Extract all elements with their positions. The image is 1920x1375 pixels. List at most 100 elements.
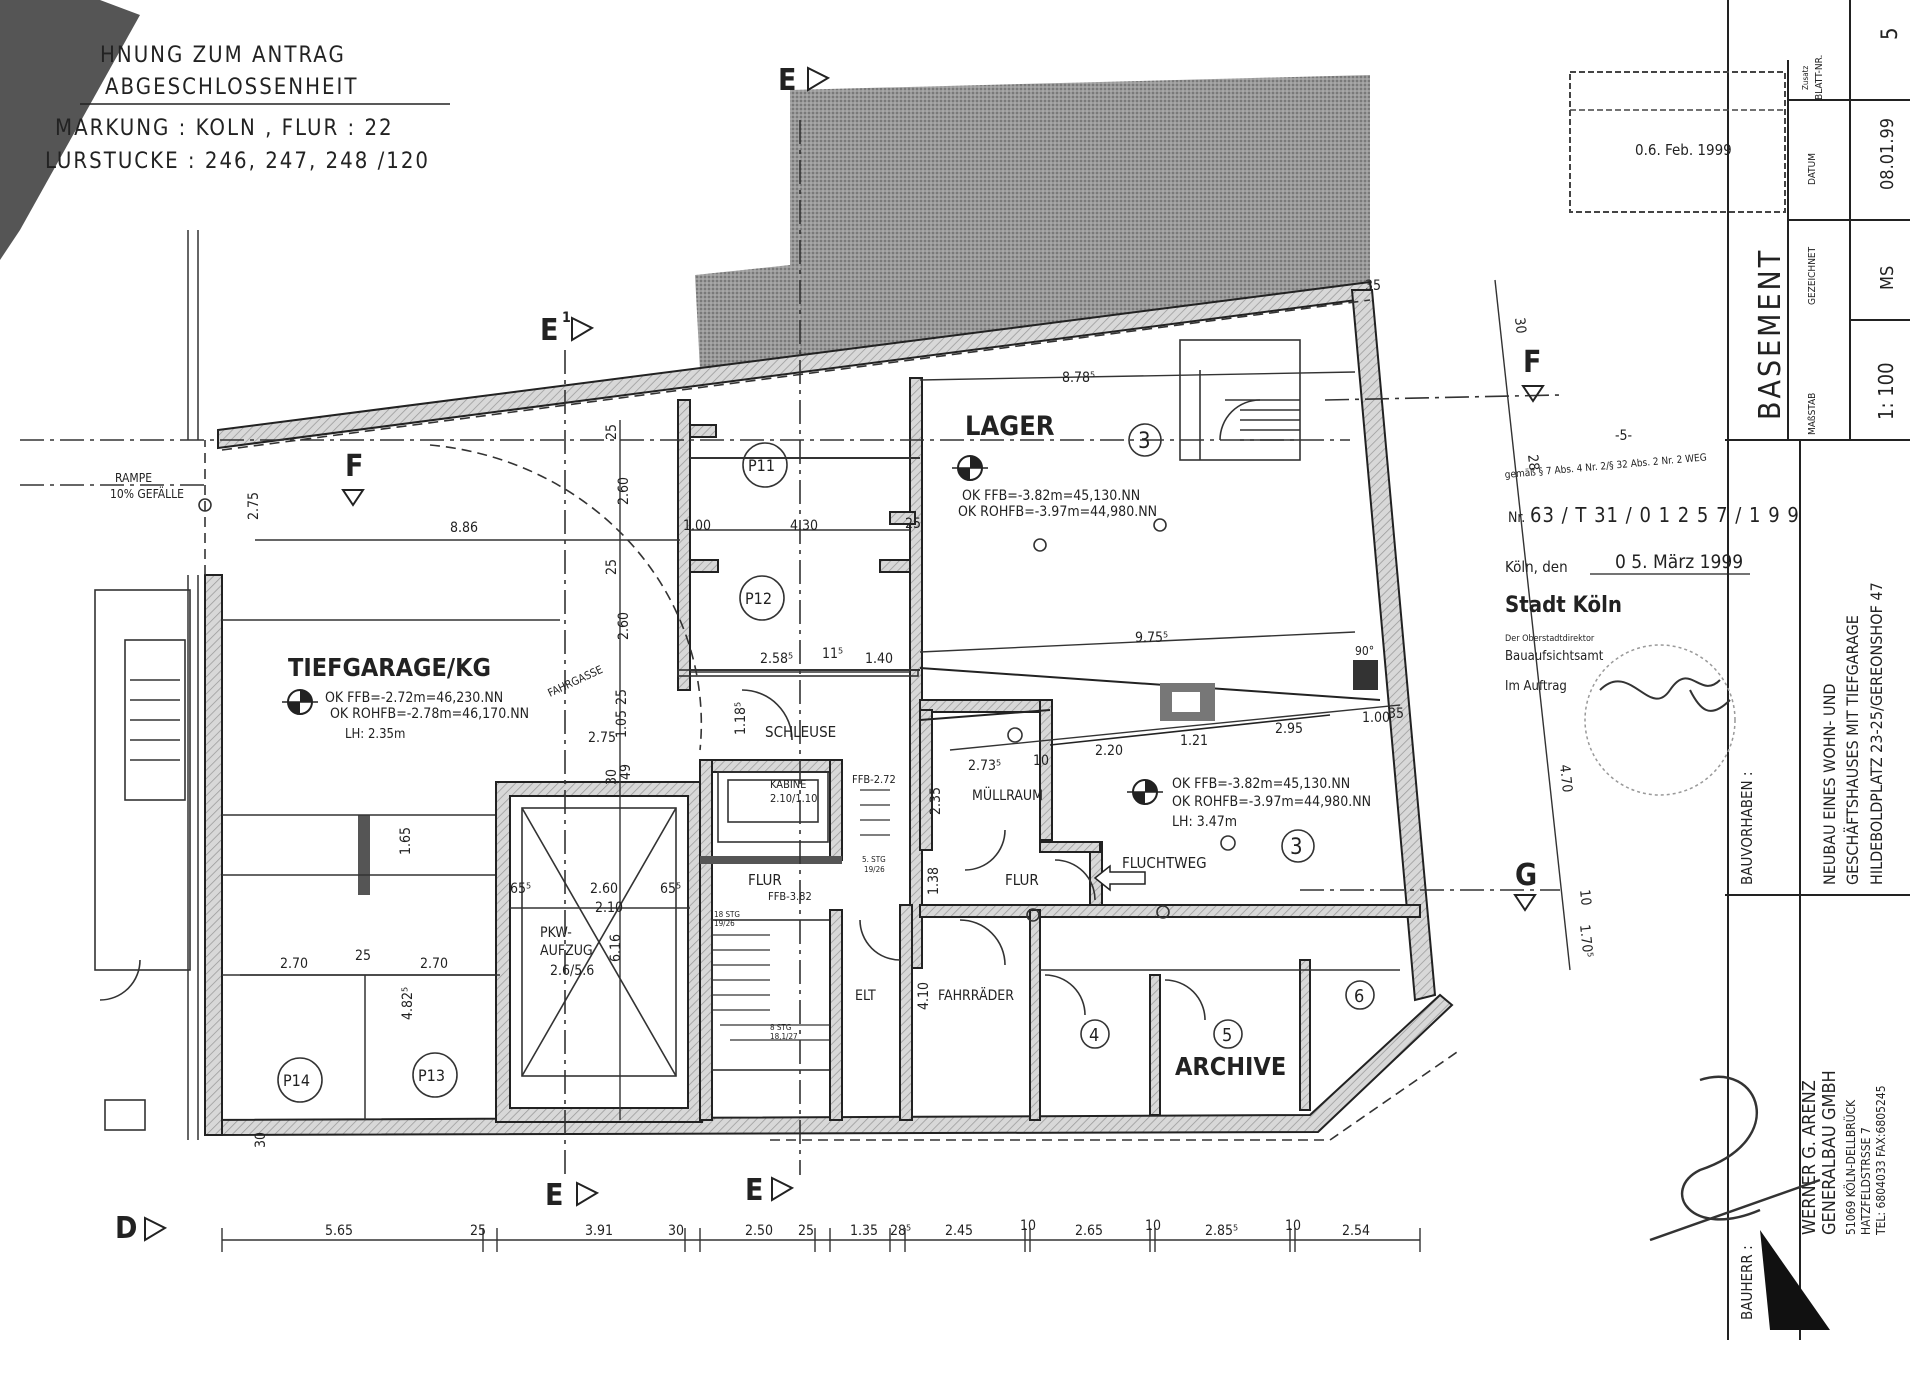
svg-text:2.10/1.10: 2.10/1.10	[770, 792, 817, 805]
header-line-3: MARKUNG : KOLN , FLUR : 22	[55, 116, 394, 141]
section-e1-bottom: E	[545, 1178, 563, 1213]
header-block: HNUNG ZUM ANTRAG ABGESCHLOSSENHEIT MARKU…	[45, 43, 450, 174]
svg-text:OK FFB=-3.82m=45,130.NN: OK FFB=-3.82m=45,130.NN	[962, 488, 1140, 504]
svg-text:5.65: 5.65	[325, 1223, 353, 1239]
svg-text:2.6/5.6: 2.6/5.6	[550, 963, 594, 979]
svg-text:OK ROHFB=-3.97m=44,980.NN: OK ROHFB=-3.97m=44,980.NN	[1172, 794, 1371, 810]
svg-text:KABINE: KABINE	[770, 778, 806, 791]
svg-text:25: 25	[470, 1223, 486, 1239]
svg-text:10: 10	[1033, 753, 1049, 769]
svg-text:FFB-2.72: FFB-2.72	[852, 773, 896, 786]
svg-text:Bauaufsichtsamt: Bauaufsichtsamt	[1505, 649, 1604, 664]
outer-wall-left	[204, 574, 223, 1136]
svg-text:10: 10	[1020, 1218, 1036, 1234]
svg-text:8 STG: 8 STG	[770, 1023, 791, 1032]
level-symbol-icon	[952, 455, 988, 481]
level-symbol-icon	[1127, 779, 1163, 805]
dark-column	[1353, 660, 1378, 690]
svg-text:30: 30	[604, 769, 620, 785]
svg-text:19/26: 19/26	[864, 865, 885, 874]
ramp-label: RAMPE 10% GEFÄLLE	[110, 471, 212, 512]
svg-text:65⁵: 65⁵	[660, 881, 681, 897]
bottom-dim-ticks	[221, 1228, 1421, 1252]
svg-text:2.75: 2.75	[588, 730, 616, 746]
svg-text:RAMPE: RAMPE	[115, 471, 152, 485]
svg-text:FLUR: FLUR	[748, 871, 782, 889]
svg-text:5. STG: 5. STG	[862, 855, 886, 864]
svg-text:2.95: 2.95	[1275, 721, 1303, 737]
dimension-labels: 5.65 25 3.91 30 2.50 25 1.35 28⁵ 2.45 10…	[246, 278, 1595, 1239]
svg-text:6: 6	[1354, 986, 1364, 1007]
signature	[1599, 677, 1731, 712]
svg-text:MS: MS	[1877, 266, 1898, 290]
svg-text:OK ROHFB=-2.78m=46,170.NN: OK ROHFB=-2.78m=46,170.NN	[330, 706, 529, 722]
svg-text:3.91: 3.91	[585, 1223, 613, 1239]
svg-text:2.60: 2.60	[616, 477, 632, 505]
drawing-title: BASEMENT	[1753, 248, 1788, 420]
svg-text:SCHLEUSE: SCHLEUSE	[765, 723, 836, 741]
svg-text:30: 30	[668, 1223, 684, 1239]
svg-text:2.70: 2.70	[420, 956, 448, 972]
svg-text:2.75: 2.75	[246, 492, 262, 520]
svg-text:TEL: 6804033 FAX:6805245: TEL: 6804033 FAX:6805245	[1874, 1085, 1888, 1236]
section-e-bottom: E	[745, 1173, 763, 1208]
svg-text:2.73⁵: 2.73⁵	[968, 758, 1001, 774]
svg-text:35: 35	[1365, 278, 1381, 294]
svg-text:1.21: 1.21	[1180, 733, 1208, 749]
seal-icon	[1584, 644, 1736, 796]
svg-text:2.58⁵: 2.58⁵	[760, 651, 793, 667]
svg-text:GENERALBAU GMBH: GENERALBAU GMBH	[1819, 1070, 1840, 1235]
spiral-stair	[1179, 339, 1301, 461]
svg-text:FFB-3.82: FFB-3.82	[768, 890, 812, 903]
level-symbol-icon	[282, 689, 318, 715]
svg-text:0.6. Feb. 1999: 0.6. Feb. 1999	[1635, 141, 1732, 159]
svg-text:1: 100: 1: 100	[1874, 362, 1898, 420]
dimension-lines	[222, 279, 1571, 1241]
svg-text:3: 3	[1290, 835, 1303, 860]
svg-text:HILDEBOLDPLATZ 23-25/GEREONSHO: HILDEBOLDPLATZ 23-25/GEREONSHOF 47	[1867, 582, 1886, 885]
svg-text:63 / T 31 / 0 1 2 5 7 / 1 9 9: 63 / T 31 / 0 1 2 5 7 / 1 9 9	[1530, 503, 1800, 527]
svg-text:2.54: 2.54	[1342, 1223, 1370, 1239]
svg-text:18 STG: 18 STG	[714, 910, 740, 919]
svg-text:NEUBAU EINES WOHN- UND: NEUBAU EINES WOHN- UND	[1820, 684, 1839, 885]
svg-text:BAUVORHABEN :: BAUVORHABEN :	[1738, 772, 1756, 885]
svg-text:25: 25	[614, 689, 630, 705]
inner-walls	[222, 339, 1421, 1123]
blatt-no: 5	[1878, 27, 1903, 40]
svg-text:2.70: 2.70	[280, 956, 308, 972]
svg-text:4.82⁵: 4.82⁵	[400, 987, 416, 1020]
svg-text:2.45: 2.45	[945, 1223, 973, 1239]
svg-text:30: 30	[253, 1132, 269, 1148]
section-g-right: G	[1515, 858, 1537, 893]
svg-text:LH: 2.35m: LH: 2.35m	[345, 727, 405, 742]
svg-text:DATUM: DATUM	[1807, 153, 1818, 185]
svg-text:65⁵: 65⁵	[510, 881, 531, 897]
svg-text:Der Oberstadtdirektor: Der Oberstadtdirektor	[1505, 634, 1595, 644]
svg-text:1.35: 1.35	[850, 1223, 878, 1239]
svg-text:Im Auftrag: Im Auftrag	[1505, 679, 1567, 694]
svg-text:18,1/27: 18,1/27	[770, 1032, 798, 1041]
received-stamp: 0.6. Feb. 1999	[1569, 71, 1786, 213]
svg-text:9.75⁵: 9.75⁵	[1135, 630, 1168, 646]
section-markers: E E 1 F F G E E D	[115, 63, 1545, 1246]
section-f-right: F	[1523, 345, 1541, 380]
svg-text:AUFZUG: AUFZUG	[540, 943, 593, 959]
svg-text:25: 25	[798, 1223, 814, 1239]
svg-text:4.70: 4.70	[1556, 764, 1575, 794]
room-tiefgarage: TIEFGARAGE/KG	[288, 653, 491, 682]
svg-text:2.10: 2.10	[595, 900, 623, 916]
svg-text:Köln, den: Köln, den	[1505, 558, 1568, 576]
svg-text:11⁵: 11⁵	[822, 646, 843, 662]
svg-text:19/26: 19/26	[714, 919, 735, 928]
svg-text:OK FFB=-2.72m=46,230.NN: OK FFB=-2.72m=46,230.NN	[325, 690, 503, 706]
svg-text:49: 49	[618, 764, 634, 780]
svg-text:OK FFB=-3.82m=45,130.NN: OK FFB=-3.82m=45,130.NN	[1172, 776, 1350, 792]
fixtures	[1007, 518, 1236, 922]
svg-text:0 5. März 1999: 0 5. März 1999	[1615, 551, 1743, 573]
svg-text:2.35: 2.35	[928, 787, 944, 815]
svg-text:6.16: 6.16	[608, 934, 624, 962]
svg-text:4: 4	[1089, 1025, 1099, 1046]
svg-text:3: 3	[1138, 429, 1151, 454]
svg-text:1.40: 1.40	[865, 651, 893, 667]
